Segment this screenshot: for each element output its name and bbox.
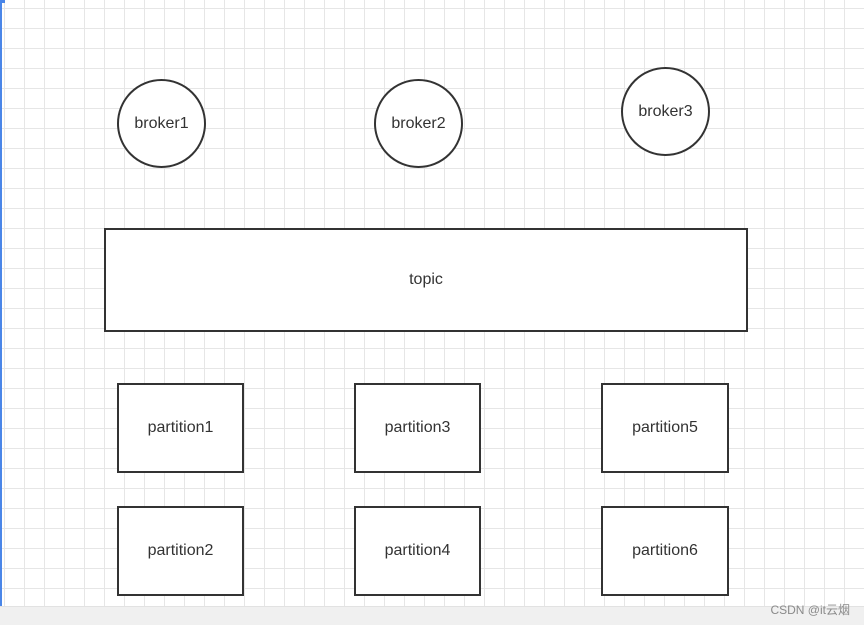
- partition3-label: partition3: [384, 419, 451, 436]
- partition5-label: partition5: [632, 419, 698, 436]
- partition6-label: partition6: [632, 542, 698, 559]
- partition5-node[interactable]: partition5: [601, 383, 729, 473]
- partition2-label: partition2: [147, 542, 214, 559]
- partition4-node[interactable]: partition4: [354, 506, 481, 596]
- topic-node[interactable]: topic: [104, 228, 748, 332]
- broker1-label: broker1: [134, 114, 189, 132]
- broker1-node[interactable]: broker1: [117, 79, 206, 168]
- broker2-label: broker2: [391, 114, 446, 132]
- partition2-node[interactable]: partition2: [117, 506, 244, 596]
- partition1-node[interactable]: partition1: [117, 383, 244, 473]
- partition1-label: partition1: [147, 419, 214, 436]
- broker3-label: broker3: [638, 102, 693, 120]
- canvas-left-edge: [0, 0, 2, 606]
- topic-label: topic: [409, 271, 443, 288]
- canvas-top-corner: [0, 0, 5, 3]
- broker2-node[interactable]: broker2: [374, 79, 463, 168]
- bottom-scrollbar-area[interactable]: [0, 606, 864, 625]
- partition3-node[interactable]: partition3: [354, 383, 481, 473]
- partition4-label: partition4: [384, 542, 451, 559]
- partition6-node[interactable]: partition6: [601, 506, 729, 596]
- diagram-canvas: broker1 broker2 broker3 topic partition1…: [0, 0, 864, 606]
- broker3-node[interactable]: broker3: [621, 67, 710, 156]
- watermark-text: CSDN @it云烟: [770, 603, 850, 617]
